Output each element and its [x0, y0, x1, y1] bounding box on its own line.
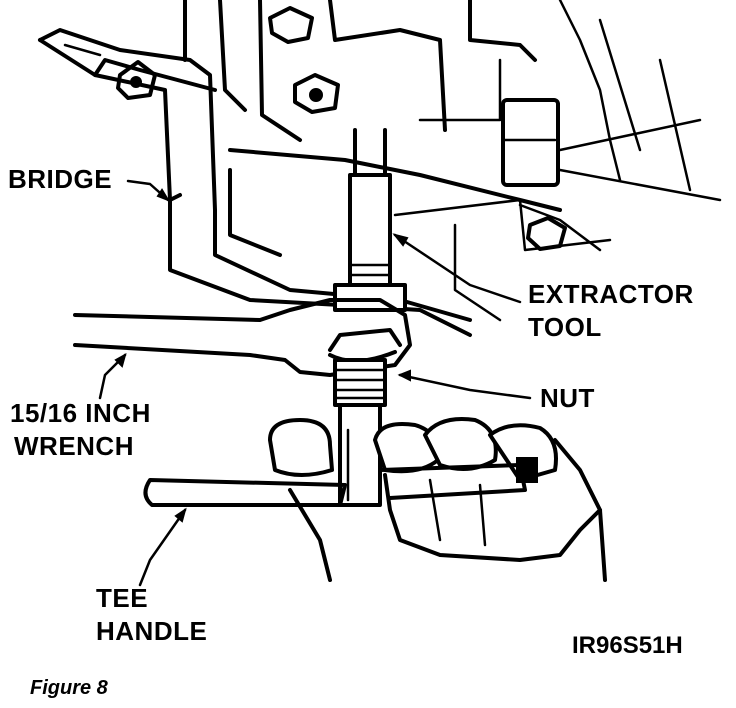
tee-handle — [143, 457, 538, 507]
nut-label: NUT — [540, 383, 595, 413]
tee-handle-label-line1: TEE — [96, 583, 149, 613]
bridge-label: BRIDGE — [8, 164, 113, 194]
figure-id: IR96S51H — [572, 632, 683, 659]
extractor-tool-label-line1: EXTRACTOR — [528, 279, 694, 309]
wrench-label-line1: 15/16 INCH — [10, 398, 151, 428]
figure-caption: Figure 8 — [30, 677, 108, 699]
extractor-tool — [333, 173, 407, 312]
tee-handle-label-line2: HANDLE — [96, 616, 208, 646]
hand — [268, 417, 607, 582]
leader-lines — [98, 179, 532, 587]
nut — [333, 358, 387, 507]
extractor-tool-label-line2: TOOL — [528, 312, 602, 342]
wrench-label-line2: WRENCH — [14, 431, 134, 461]
